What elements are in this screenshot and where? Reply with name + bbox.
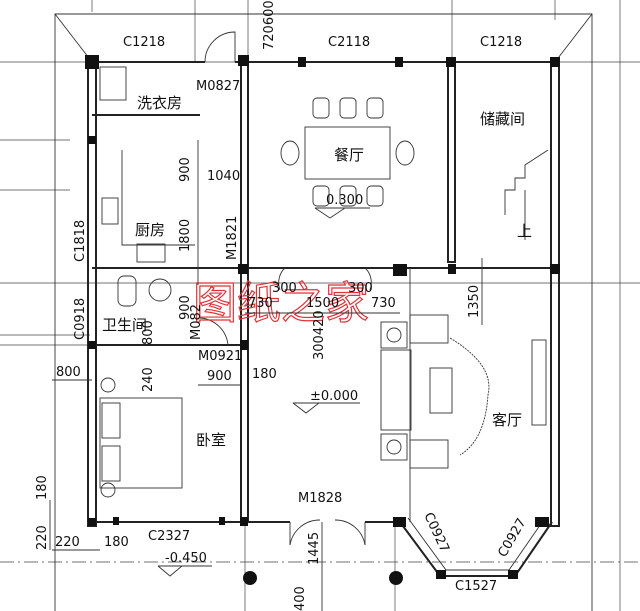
dim-240: 240	[141, 367, 156, 392]
stairs-up-label: 上	[517, 222, 532, 240]
room-label-storage: 储藏间	[480, 110, 525, 128]
room-label-kitchen: 厨房	[135, 221, 165, 239]
doors	[204, 31, 372, 546]
sofa-set	[380, 314, 547, 469]
dim-1445: 1445	[307, 532, 322, 565]
dim-1800: 1800	[178, 219, 193, 252]
dimension-lines	[49, 140, 483, 611]
elevation-markers	[157, 207, 370, 577]
dim-730-a: 730	[248, 296, 273, 311]
dim-900-b: 900	[178, 295, 193, 320]
watermark: 图纸之家	[193, 278, 369, 329]
dim-400: 400	[293, 586, 308, 611]
dining-table	[280, 97, 415, 207]
window-c1527: C1527	[455, 579, 497, 594]
room-label-bedroom: 卧室	[196, 431, 226, 449]
window-c1218-left: C1218	[123, 35, 165, 50]
room-label-bathroom: 卫生间	[102, 316, 147, 334]
door-m0821: M082	[189, 304, 204, 340]
dim-300-b: 300	[348, 281, 373, 296]
window-c1218-right: C1218	[480, 35, 522, 50]
door-m1821: M1821	[225, 216, 240, 260]
room-label-dining: 餐厅	[334, 146, 364, 164]
dim-300-a: 300	[272, 281, 297, 296]
columns	[85, 55, 560, 585]
room-label-living: 客厅	[492, 411, 522, 429]
dim-300420: 300420	[312, 310, 327, 360]
elevation-living: ±0.000	[310, 389, 358, 404]
dim-1040: 1040	[207, 169, 240, 184]
window-c0927-left: C0927	[420, 510, 451, 555]
dim-800-bath: 800	[141, 320, 156, 345]
dim-180-bottom: 180	[104, 535, 129, 550]
dim-1350: 1350	[467, 285, 482, 318]
dim-800-left: 800	[56, 365, 81, 380]
door-m0827: M0827	[196, 79, 240, 94]
dim-220-left: 220	[35, 525, 50, 550]
room-label-laundry: 洗衣房	[137, 94, 182, 112]
elevation-dining: 0.300	[326, 193, 363, 208]
dim-220-bottom: 220	[55, 535, 80, 550]
window-c2118: C2118	[328, 35, 370, 50]
dim-720600: 720600	[262, 0, 277, 50]
staircase	[504, 149, 549, 240]
dim-900-bed: 900	[207, 369, 232, 384]
dim-1500: 1500	[306, 296, 339, 311]
window-c0918: C0918	[73, 298, 88, 340]
roof-outline	[54, 13, 593, 611]
window-c0927-right: C0927	[495, 516, 529, 560]
kitchen-counter	[99, 66, 195, 263]
door-m0921: M0921	[198, 349, 242, 364]
bathroom-fixtures	[117, 275, 229, 346]
elevation-outside: -0.450	[165, 551, 207, 566]
door-m1828: M1828	[298, 491, 342, 506]
window-c2327: C2327	[148, 529, 190, 544]
dim-730-b: 730	[371, 296, 396, 311]
dim-180-bed: 180	[252, 367, 277, 382]
bed	[99, 377, 183, 498]
dim-180-left: 180	[35, 475, 50, 500]
window-c1818: C1818	[73, 220, 88, 262]
dim-900-a: 900	[178, 157, 193, 182]
